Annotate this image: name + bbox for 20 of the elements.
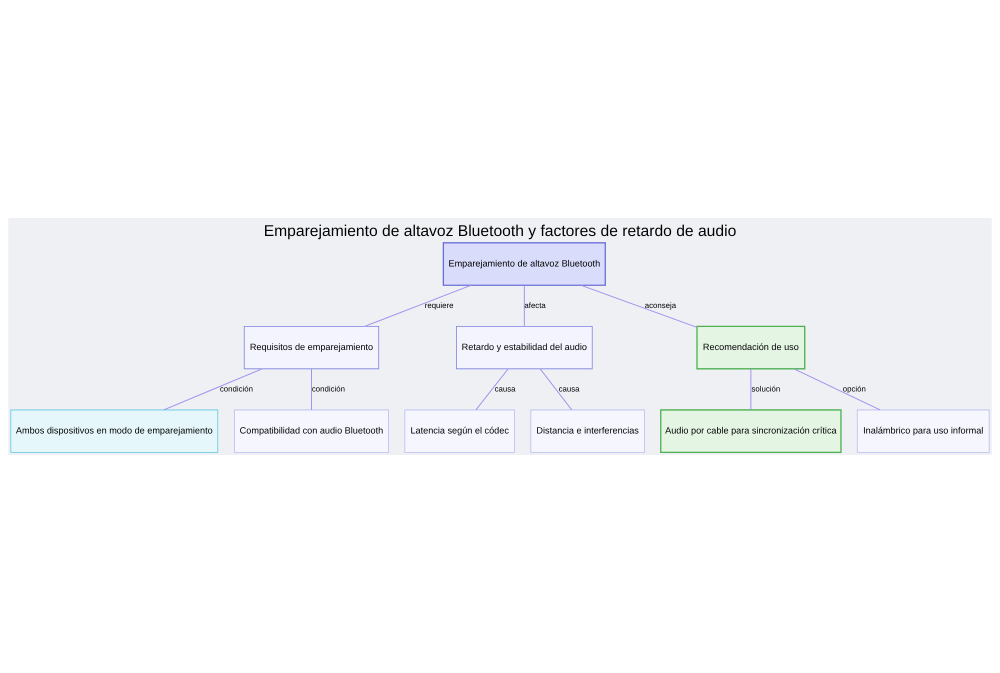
node-box: Latencia según el códec (404, 410, 515, 453)
connector (794, 368, 880, 410)
connector (310, 368, 312, 410)
node-box: Compatibilidad con audio Bluetooth (234, 410, 389, 453)
connector (750, 368, 752, 410)
connector (540, 368, 572, 410)
node-box: Ambos dispositivos en modo de emparejamiento (10, 410, 218, 453)
node-box: Distancia e interferencias (530, 410, 645, 453)
diagram-title: Emparejamiento de altavoz Bluetooth y factores de retardo de audio (264, 222, 736, 240)
node-box: Audio por cable para sincronización crítica (660, 409, 842, 454)
node-box: Retardo y estabilidad del audio (456, 326, 593, 370)
node-box: Inalámbrico para uso informal (856, 410, 990, 453)
node-box: Requisitos de emparejamiento (244, 326, 380, 370)
node-box: Emparejamiento de altavoz Bluetooth (442, 242, 606, 286)
connector (364, 284, 472, 327)
connector (580, 284, 698, 328)
connector (163, 368, 262, 410)
connector (524, 284, 525, 327)
node-box: Recomendación de uso (696, 326, 806, 370)
connector (476, 368, 508, 410)
